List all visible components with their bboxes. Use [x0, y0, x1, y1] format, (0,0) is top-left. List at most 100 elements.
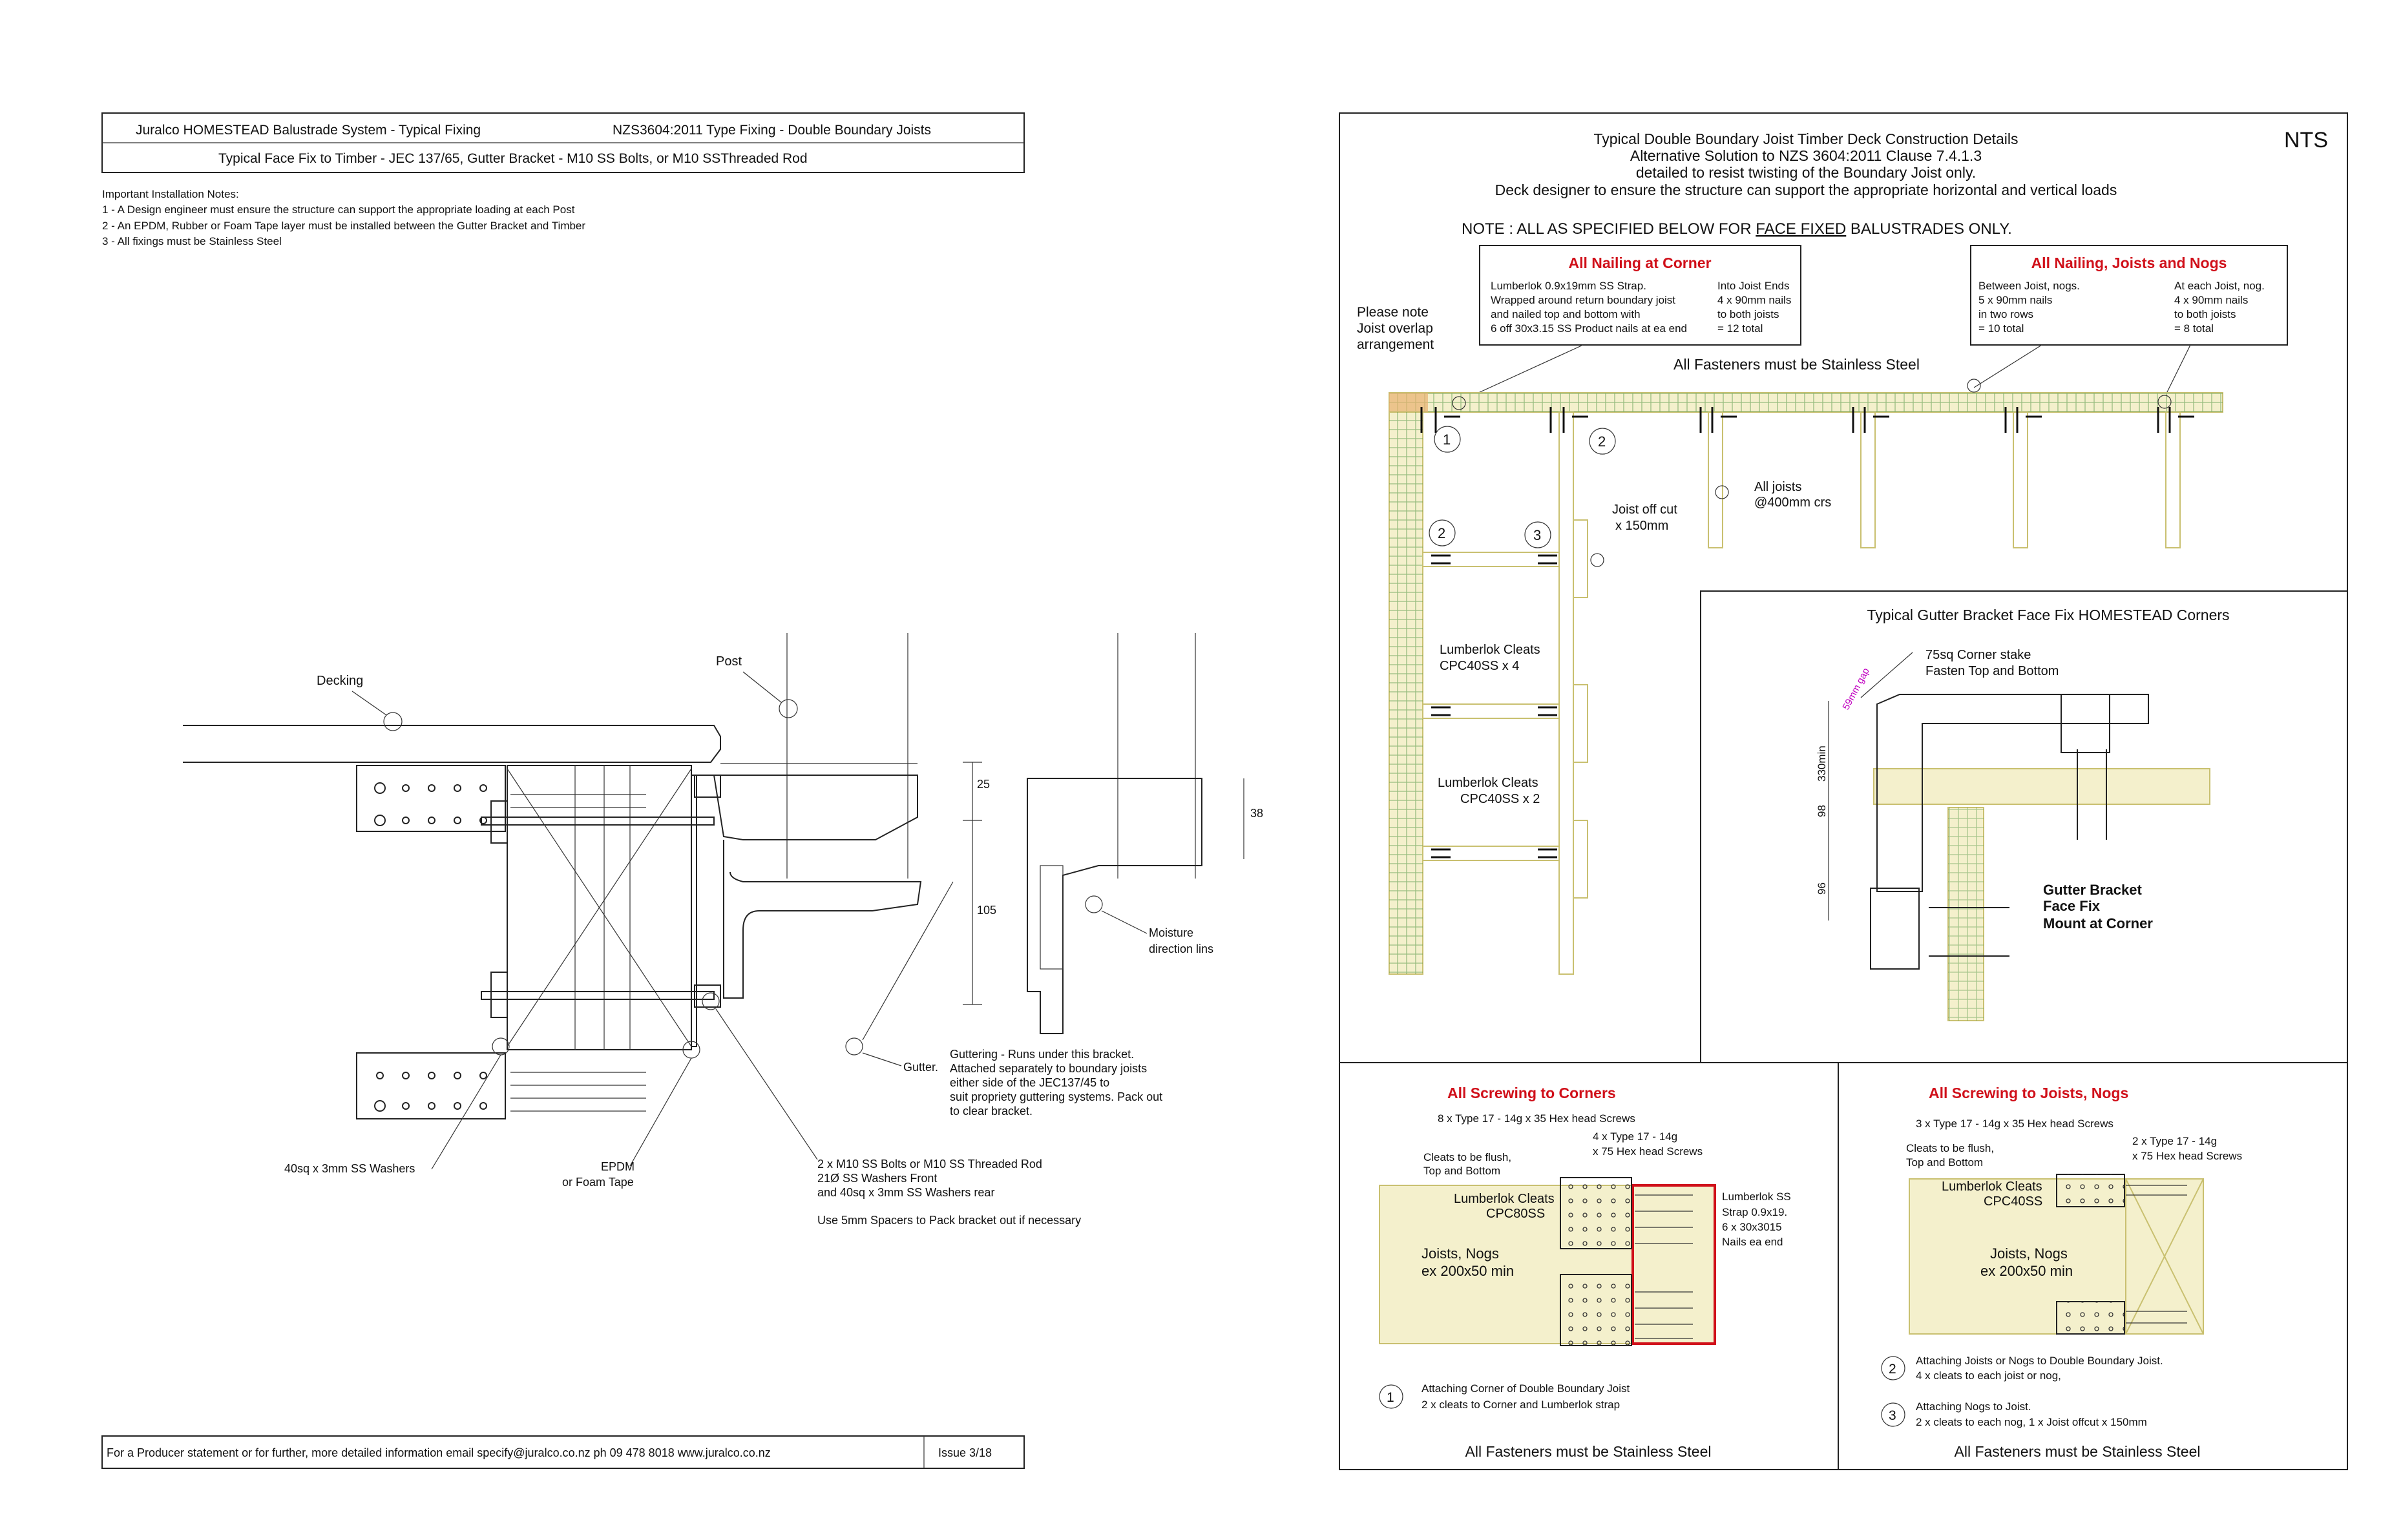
- nc-c1-3: and nailed top and bottom with: [1491, 308, 1641, 320]
- label-epdm: EPDM: [601, 1160, 635, 1173]
- note-3: 3 - All fixings must be Stainless Steel: [102, 235, 282, 247]
- dim-25: 25: [977, 778, 990, 791]
- nj-c2-3: to both joists: [2174, 308, 2236, 320]
- right-header: Typical Double Boundary Joist Timber Dec…: [1495, 130, 2117, 198]
- label-guttering-5: to clear bracket.: [950, 1105, 1033, 1118]
- nj-c1-3: in two rows: [1978, 308, 2033, 320]
- label-guttering-1: Guttering - Runs under this bracket.: [950, 1048, 1134, 1061]
- bracket-label-2: Face Fix: [2043, 898, 2101, 914]
- label-epdm-2: or Foam Tape: [562, 1176, 634, 1189]
- all-joists-2: @400mm crs: [1754, 495, 1831, 510]
- sj-joists-2: ex 200x50 min: [1980, 1263, 2073, 1279]
- nj-c2-1: At each Joist, nog.: [2174, 280, 2265, 292]
- note-1: 1 - A Design engineer must ensure the st…: [102, 203, 575, 216]
- nj-c1-2: 5 x 90mm nails: [1978, 294, 2052, 306]
- label-washers: 40sq x 3mm SS Washers: [284, 1162, 415, 1175]
- cleats-x4-1: Lumberlok Cleats: [1440, 643, 1540, 657]
- fasteners-note-plan: All Fasteners must be Stainless Steel: [1673, 356, 1920, 373]
- plan-marker-3: 3: [1533, 527, 1541, 543]
- sc-strap-2: Strap 0.9x19.: [1722, 1206, 1787, 1218]
- cleat-holes-bottom: [374, 1072, 487, 1112]
- gutter-panel-title: Typical Gutter Bracket Face Fix HOMESTEA…: [1867, 607, 2229, 623]
- bracket-label-1: Gutter Bracket: [2043, 882, 2143, 898]
- please-note-1: Please note: [1357, 305, 1429, 320]
- sj-flush-2: Top and Bottom: [1906, 1156, 1983, 1169]
- sc-screws-2a: 4 x Type 17 - 14g: [1593, 1130, 1677, 1143]
- screwing-corners-panel: All Screwing to Corners 8 x Type 17 - 14…: [1379, 1085, 1791, 1460]
- nailing-joists-title: All Nailing, Joists and Nogs: [2031, 255, 2227, 271]
- nailing-corner-box: All Nailing at Corner Lumberlok 0.9x19mm…: [1479, 245, 1801, 346]
- cleat-holes-top: [374, 782, 487, 826]
- title-row1-left: Juralco HOMESTEAD Balustrade System - Ty…: [136, 123, 481, 138]
- label-moisture: Moisture: [1149, 926, 1193, 939]
- left-title-block: Juralco HOMESTEAD Balustrade System - Ty…: [101, 112, 1025, 173]
- nailing-corner-title: All Nailing at Corner: [1568, 255, 1711, 271]
- label-guttering-3: either side of the JEC137/45 to: [950, 1076, 1109, 1089]
- cleats-x4-2: CPC40SS x 4: [1440, 659, 1519, 673]
- sj-desc2-1: Attaching Joists or Nogs to Double Bound…: [1916, 1355, 2163, 1367]
- sj-cleats-1: Lumberlok Cleats: [1942, 1180, 2042, 1194]
- sc-flush-2: Top and Bottom: [1423, 1165, 1500, 1177]
- sc-cleats-2: CPC80SS: [1486, 1207, 1545, 1221]
- note-2: 2 - An EPDM, Rubber or Foam Tape layer m…: [102, 220, 585, 232]
- sj-screws-2b: x 75 Hex head Screws: [2132, 1150, 2242, 1162]
- dim-330: 330min: [1816, 745, 1828, 782]
- sc-strap-1: Lumberlok SS: [1722, 1191, 1791, 1203]
- plan-marker-2a: 2: [1598, 433, 1606, 450]
- sc-fasteners-note: All Fasteners must be Stainless Steel: [1465, 1443, 1712, 1460]
- label-bolts-1: 2 x M10 SS Bolts or M10 SS Threaded Rod: [817, 1158, 1042, 1171]
- sc-strap-4: Nails ea end: [1722, 1236, 1783, 1248]
- sj-marker-2: 2: [1889, 1362, 1896, 1377]
- nc-c2-4: = 12 total: [1717, 322, 1763, 335]
- dim-96: 96: [1816, 882, 1828, 895]
- sc-screws-1: 8 x Type 17 - 14g x 35 Hex head Screws: [1438, 1112, 1635, 1125]
- gutter-bracket-panel: Typical Gutter Bracket Face Fix HOMESTEA…: [1700, 590, 2348, 1063]
- face-fixed-note: NOTE : ALL AS SPECIFIED BELOW FOR FACE F…: [1462, 220, 2012, 238]
- corner-stake-1: 75sq Corner stake: [1925, 648, 2031, 662]
- nts-label: NTS: [2284, 128, 2328, 152]
- all-joists-1: All joists: [1754, 480, 1801, 494]
- label-decking: Decking: [317, 674, 363, 688]
- label-bolts-2: 21Ø SS Washers Front: [817, 1172, 937, 1185]
- please-note-3: arrangement: [1357, 337, 1434, 352]
- sc-joists-2: ex 200x50 min: [1421, 1263, 1514, 1279]
- label-gutter: Gutter.: [903, 1061, 938, 1074]
- sc-desc-1: Attaching Corner of Double Boundary Jois…: [1421, 1382, 1630, 1395]
- label-guttering-4: suit propriety guttering systems. Pack o…: [950, 1090, 1162, 1103]
- dim-98: 98: [1816, 805, 1828, 817]
- cleat-marks: [1420, 407, 2194, 858]
- joist-offcut-1: Joist off cut: [1612, 503, 1677, 517]
- sc-marker-1: 1: [1387, 1390, 1394, 1405]
- sj-fasteners-note: All Fasteners must be Stainless Steel: [1955, 1443, 2201, 1460]
- screwing-joists-panel: All Screwing to Joists, Nogs 3 x Type 17…: [1881, 1085, 2242, 1460]
- sj-screws-2a: 2 x Type 17 - 14g: [2132, 1135, 2217, 1147]
- sc-joists-1: Joists, Nogs: [1421, 1245, 1499, 1262]
- sc-screws-2b: x 75 Hex head Screws: [1593, 1145, 1703, 1158]
- nc-c1-4: 6 off 30x3.15 SS Product nails at ea end: [1491, 322, 1687, 335]
- installation-notes: Important Installation Notes: 1 - A Desi…: [102, 188, 585, 247]
- framing-plan: 1 2 2 3 All joists @400mm crs Joist off …: [1389, 379, 2223, 975]
- section-detail: 25 105 38 Decking Post Moisture directio…: [183, 633, 1263, 1227]
- screw-joists-title: All Screwing to Joists, Nogs: [1929, 1085, 2128, 1101]
- label-post: Post: [716, 654, 742, 669]
- sc-strap-3: 6 x 30x3015: [1722, 1221, 1782, 1233]
- dim-38: 38: [1250, 807, 1263, 820]
- header-line-3: detailed to resist twisting of the Bound…: [1636, 164, 1976, 181]
- header-line-1: Typical Double Boundary Joist Timber Dec…: [1593, 130, 2018, 147]
- cleats-x2-1: Lumberlok Cleats: [1438, 776, 1538, 790]
- sc-flush-1: Cleats to be flush,: [1423, 1151, 1511, 1163]
- sj-screws-1: 3 x Type 17 - 14g x 35 Hex head Screws: [1916, 1118, 2114, 1130]
- left-footer: For a Producer statement or for further,…: [101, 1435, 1025, 1469]
- footer-contact: For a Producer statement or for further,…: [107, 1446, 771, 1459]
- nj-c1-4: = 10 total: [1978, 322, 2024, 335]
- sj-cleats-2: CPC40SS: [1984, 1194, 2042, 1209]
- sj-desc3-2: 2 x cleats to each nog, 1 x Joist offcut…: [1916, 1416, 2147, 1428]
- sj-desc3-1: Attaching Nogs to Joist.: [1916, 1400, 2031, 1413]
- header-line-4: Deck designer to ensure the structure ca…: [1495, 182, 2117, 198]
- nj-c2-4: = 8 total: [2174, 322, 2214, 335]
- nj-c2-2: 4 x 90mm nails: [2174, 294, 2248, 306]
- sj-marker-3: 3: [1889, 1408, 1896, 1423]
- label-spacers: Use 5mm Spacers to Pack bracket out if n…: [817, 1214, 1081, 1227]
- sj-desc2-2: 4 x cleats to each joist or nog,: [1916, 1369, 2061, 1382]
- plan-marker-2b: 2: [1438, 525, 1445, 541]
